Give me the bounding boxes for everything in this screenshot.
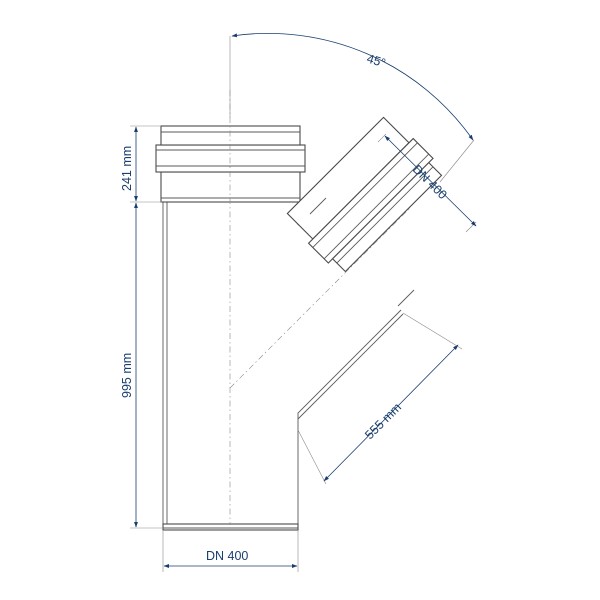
body-length-label: 995 mm [120, 353, 134, 398]
main-pipe [162, 202, 299, 531]
bottom-dn-label: DN 400 [206, 549, 248, 563]
angle-label: 45° [365, 51, 387, 70]
socket-length-label: 241 mm [120, 146, 134, 191]
main-socket [155, 125, 306, 203]
branch-length-label: 555 mm [362, 400, 404, 442]
center-lines [229, 90, 411, 525]
branch-socket [286, 116, 443, 273]
bottom-dn-dimension: DN 400 [162, 531, 299, 572]
socket-length-dimension: 241 mm [120, 125, 162, 203]
body-length-dimension: 995 mm [120, 202, 162, 529]
branch-length-dimension: 555 mm [297, 312, 463, 485]
